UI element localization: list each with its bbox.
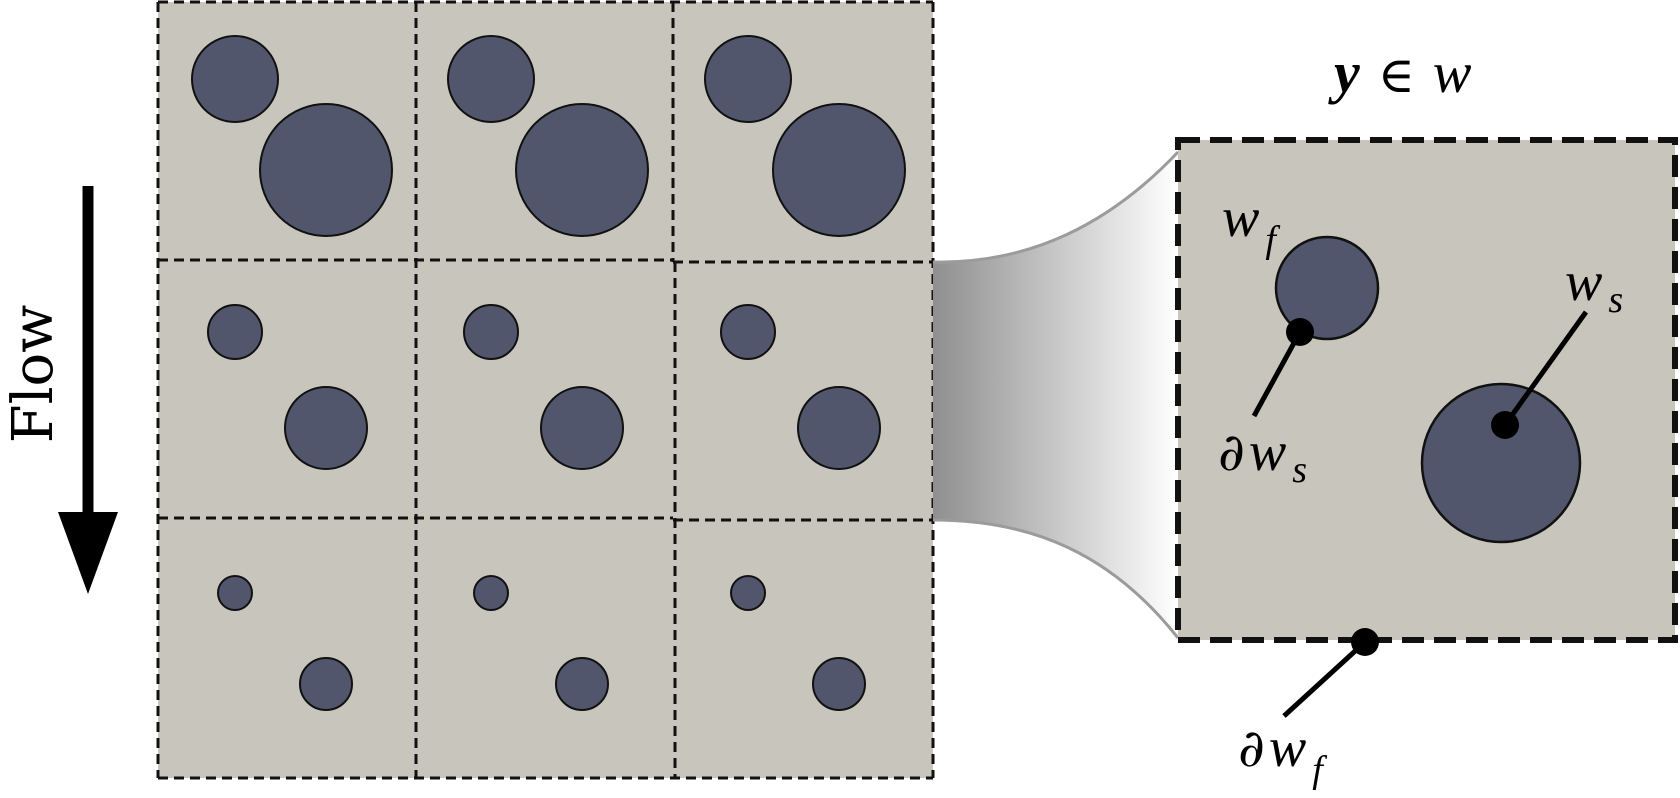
w-s-point — [1491, 411, 1519, 439]
label-boundary-f: ∂ w f — [1238, 717, 1327, 791]
small-inclusion-r2-c2 — [463, 304, 519, 360]
small-inclusion-r3-c2 — [473, 575, 509, 611]
grid-cell-borders — [156, 0, 935, 780]
zoom-connector — [932, 150, 1180, 639]
boundary-s-point — [1286, 318, 1314, 346]
macro-inclusions — [191, 35, 906, 711]
label-w-s: w s — [1565, 251, 1623, 321]
large-inclusion-r3-c3 — [812, 657, 866, 711]
large-inclusion-r3-c2 — [555, 657, 609, 711]
unit-cell-zoom — [1175, 137, 1678, 643]
small-inclusion-r1-c1 — [191, 35, 279, 123]
small-inclusion-r1-c2 — [447, 35, 535, 123]
boundary-f-leader — [1282, 640, 1367, 718]
small-inclusion-r3-c3 — [730, 575, 766, 611]
boundary-f-point — [1351, 628, 1379, 656]
small-inclusion-r3-c1 — [217, 575, 253, 611]
small-inclusion-r2-c1 — [207, 304, 263, 360]
large-inclusion-r1-c3 — [772, 103, 906, 237]
flow-label: Flow — [1, 305, 66, 443]
boundary-s-leader — [1251, 330, 1303, 418]
large-inclusion-r1-c1 — [259, 103, 393, 237]
label-w-f: w f — [1222, 187, 1280, 261]
large-inclusion-r2-c3 — [797, 386, 881, 470]
label-boundary-s: ∂ w s — [1218, 421, 1307, 491]
fluid-inclusion-zoom — [1274, 235, 1380, 341]
large-inclusion-r2-c2 — [540, 386, 624, 470]
flow-arrow — [58, 186, 118, 594]
w-s-leader — [1502, 310, 1589, 427]
large-inclusion-r2-c1 — [284, 386, 368, 470]
solid-inclusion-zoom — [1420, 382, 1582, 544]
large-inclusion-r1-c2 — [515, 103, 649, 237]
zoom-title: y ∈ w — [1328, 40, 1472, 105]
small-inclusion-r1-c3 — [704, 35, 792, 123]
large-inclusion-r3-c1 — [299, 657, 353, 711]
small-inclusion-r2-c3 — [720, 304, 776, 360]
